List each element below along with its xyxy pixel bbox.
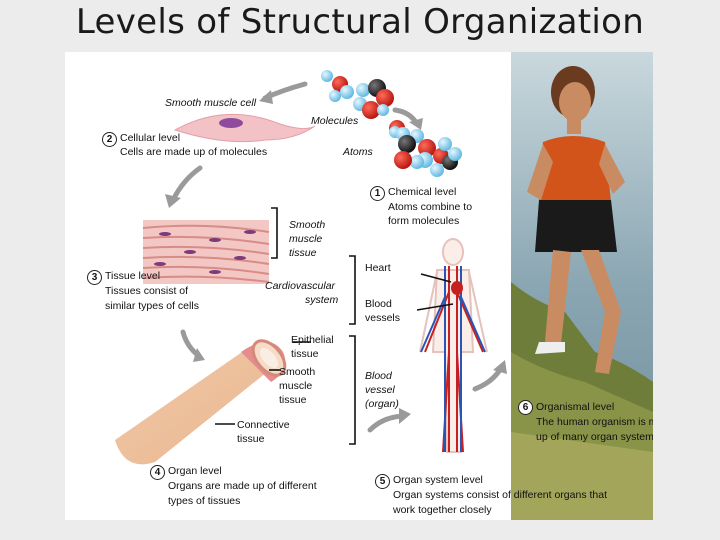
label-connective-2: tissue: [237, 433, 264, 446]
label-organ-smooth-3: tissue: [279, 394, 306, 407]
label-molecules: Molecules: [311, 115, 358, 128]
level-1-desc-2: form molecules: [388, 215, 459, 228]
level-4-title: Organ level: [168, 465, 222, 478]
label-blood-vessel-organ-3: (organ): [365, 398, 399, 411]
level-1-title: Chemical level: [388, 186, 456, 199]
label-blood-vessel-organ-1: Blood: [365, 370, 392, 383]
label-atoms: Atoms: [343, 146, 373, 159]
label-smooth-tissue-2: muscle: [289, 233, 322, 246]
label-organ-smooth-2: muscle: [279, 380, 312, 393]
level-3-number: 3: [87, 270, 102, 285]
diagram-panel: Smooth muscle cell Molecules Atoms Smoot…: [65, 52, 653, 520]
level-2-title: Cellular level: [120, 132, 180, 145]
label-blood-vessels-2: vessels: [365, 312, 400, 325]
label-cardiovascular-1: Cardiovascular: [265, 280, 335, 293]
level-1-desc-1: Atoms combine to: [388, 201, 472, 214]
level-3-desc-1: Tissues consist of: [105, 285, 188, 298]
label-organ-smooth-1: Smooth: [279, 366, 315, 379]
level-5-title: Organ system level: [393, 474, 483, 487]
level-3-desc-2: similar types of cells: [105, 300, 199, 313]
level-5-desc-2: work together closely: [393, 504, 492, 517]
smooth-muscle-cell-art: [175, 114, 315, 141]
level-6-title: Organismal level: [536, 401, 614, 414]
level-4-desc-1: Organs are made up of different: [168, 480, 317, 493]
level-1-number: 1: [370, 186, 385, 201]
level-5-number: 5: [375, 474, 390, 489]
level-6-number: 6: [518, 400, 533, 415]
label-epithelial-1: Epithelial: [291, 334, 334, 347]
label-smooth-tissue-3: tissue: [289, 247, 316, 260]
level-4-number: 4: [150, 465, 165, 480]
label-blood-vessels-1: Blood: [365, 298, 392, 311]
level-6-desc-1: The human organism is made: [536, 416, 653, 429]
label-epithelial-2: tissue: [291, 348, 318, 361]
label-connective-1: Connective: [237, 419, 290, 432]
page-title: Levels of Structural Organization: [0, 2, 720, 42]
level-3-title: Tissue level: [105, 270, 160, 283]
label-blood-vessel-organ-2: vessel: [365, 384, 395, 397]
blood-vessel-organ-art: [115, 335, 291, 464]
runner-photo: [511, 52, 653, 520]
label-smooth-tissue-1: Smooth: [289, 219, 325, 232]
smooth-muscle-tissue-art: [143, 220, 269, 284]
level-2-desc-1: Cells are made up of molecules: [120, 146, 267, 159]
level-4-desc-2: types of tissues: [168, 495, 240, 508]
label-heart: Heart: [365, 262, 391, 275]
label-cardiovascular-2: system: [305, 294, 338, 307]
level-6-desc-2: up of many organ systems: [536, 431, 653, 444]
label-smooth-muscle-cell: Smooth muscle cell: [165, 97, 256, 110]
level-2-number: 2: [102, 132, 117, 147]
level-5-desc-1: Organ systems consist of different organ…: [393, 489, 607, 502]
cardiovascular-figure-art: [420, 239, 487, 452]
